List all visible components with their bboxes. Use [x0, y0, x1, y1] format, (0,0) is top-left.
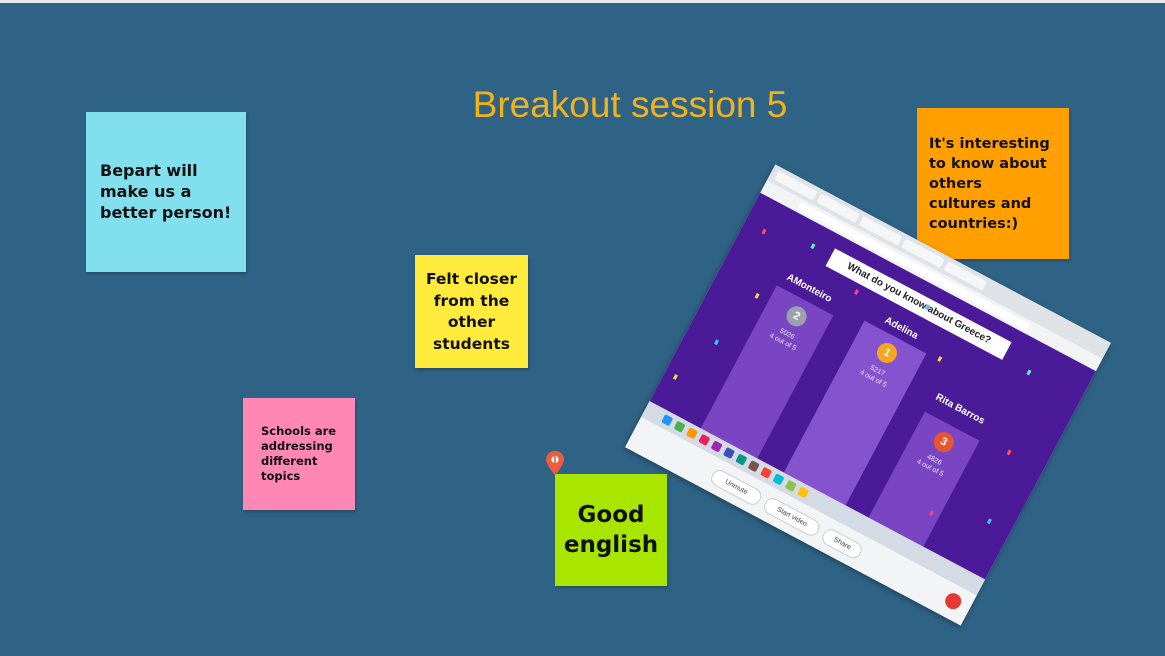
app-icon[interactable]	[673, 420, 686, 433]
confetti	[1006, 449, 1012, 456]
confetti	[714, 339, 720, 346]
confetti	[1026, 369, 1032, 376]
note-line: students	[433, 334, 510, 353]
note-line: topics	[261, 469, 301, 483]
note-line: cultures and	[929, 196, 1032, 212]
note-line: Schools are	[261, 424, 337, 438]
app-icon[interactable]	[710, 440, 723, 453]
app-icon[interactable]	[722, 446, 736, 460]
note-line: make us a	[100, 182, 192, 201]
note-line: different	[261, 454, 318, 468]
sticky-note-bepart[interactable]: Bepart will make us a better person!	[86, 112, 246, 272]
app-icon[interactable]	[698, 433, 711, 446]
app-icon[interactable]	[747, 460, 760, 473]
note-line: Good	[577, 502, 645, 528]
confetti	[853, 289, 859, 295]
record-icon[interactable]	[942, 590, 965, 612]
confetti	[754, 292, 760, 299]
medal-silver-icon: 2	[783, 302, 811, 330]
note-line: others	[929, 176, 982, 192]
note-line: countries:)	[929, 216, 1019, 232]
top-border	[0, 0, 1165, 3]
confetti	[672, 374, 678, 380]
note-line: Bepart will	[100, 161, 198, 180]
confetti	[986, 518, 992, 525]
confetti	[761, 228, 767, 235]
app-icon[interactable]	[772, 473, 785, 486]
note-line: Felt closer	[425, 270, 518, 288]
note-line: from the	[433, 291, 510, 310]
app-icon[interactable]	[759, 466, 773, 479]
confetti	[937, 356, 943, 362]
medal-bronze-icon: 3	[930, 428, 958, 456]
app-icon[interactable]	[797, 486, 810, 499]
note-line: other	[447, 313, 496, 331]
medal-gold-icon: 1	[873, 339, 901, 367]
sticky-note-schools[interactable]: Schools are addressing different topics	[243, 398, 355, 510]
share-button[interactable]: Share	[819, 526, 865, 562]
app-icon[interactable]	[685, 427, 698, 440]
confetti	[810, 243, 816, 250]
note-line: addressing	[261, 439, 333, 453]
sticky-note-interesting[interactable]: It's interesting to know about others cu…	[917, 108, 1069, 259]
app-icon[interactable]	[661, 414, 674, 427]
note-line: better person!	[100, 203, 232, 222]
app-icon[interactable]	[784, 479, 797, 492]
page-title: Breakout session 5	[472, 84, 788, 125]
sticky-note-closer[interactable]: Felt closer from the other students	[415, 255, 528, 368]
map-pin-icon[interactable]	[545, 450, 565, 476]
note-line: It's interesting	[929, 136, 1050, 152]
note-line: english	[563, 532, 659, 558]
note-line: to know about	[929, 156, 1047, 172]
sticky-note-english[interactable]: Good english	[555, 474, 667, 586]
app-icon[interactable]	[735, 453, 748, 466]
